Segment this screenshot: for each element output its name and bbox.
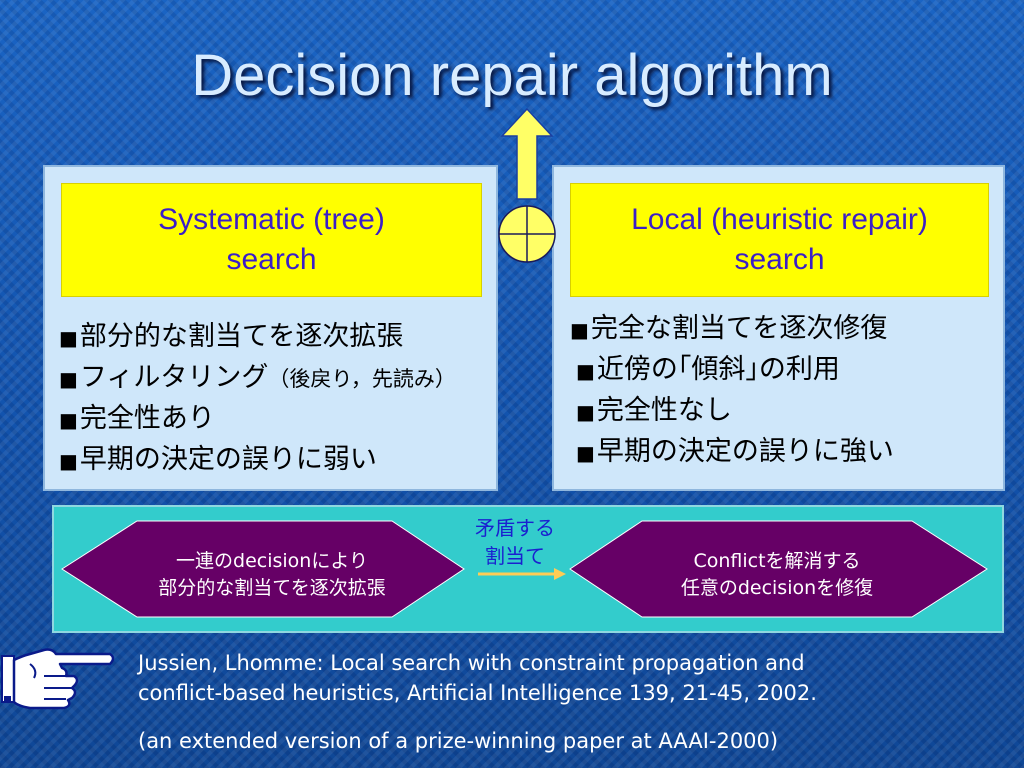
list-item: ■早期の決定の誤りに弱い — [59, 440, 456, 481]
hexagon-text-line: 部分的な割当てを逐次拡張 — [158, 577, 386, 599]
heading-line: search — [734, 243, 825, 276]
list-item-text: 完全性なし — [596, 395, 732, 426]
hexagon-text-line: 任意のdecisionを修復 — [680, 577, 874, 599]
list-item-text: 早期の決定の誤りに弱い — [79, 444, 377, 475]
list-item-text: フィルタリング — [79, 362, 269, 393]
list-item-text: 完全な割当てを逐次修復 — [590, 313, 888, 344]
pointing-hand-icon — [1, 648, 115, 710]
up-arrow-icon — [500, 107, 554, 200]
right-arrow-icon — [478, 568, 566, 580]
reference-citation: Jussien, Lhomme: Local search with const… — [138, 648, 817, 708]
hexagon-text-line: 一連のdecisionにより — [176, 550, 368, 572]
conflict-text-line: 割当て — [485, 544, 545, 568]
list-item: ■部分的な割当てを逐次拡張 — [59, 317, 456, 358]
local-search-features: ■完全な割当てを逐次修復 ■近傍の｢傾斜｣の利用 ■完全性なし ■早期の決定の誤… — [570, 309, 894, 473]
bullet: ■ — [59, 449, 78, 473]
bullet: ■ — [576, 441, 595, 465]
heading-line: Local (heuristic repair) — [631, 203, 928, 236]
systematic-search-heading: Systematic (tree) search — [61, 183, 482, 297]
list-item-text: 部分的な割当てを逐次拡張 — [79, 321, 404, 352]
list-item: ■近傍の｢傾斜｣の利用 — [576, 350, 894, 391]
conflict-assignment-label: 矛盾する 割当て — [460, 514, 570, 570]
list-item-text: 早期の決定の誤りに強い — [596, 436, 894, 467]
citation-line: conflict-based heuristics, Artificial In… — [138, 681, 817, 705]
bullet: ■ — [59, 326, 78, 350]
list-item-note: （後戻り，先読み） — [268, 367, 456, 391]
page-title: Decision repair algorithm — [191, 43, 833, 108]
reference-note: (an extended version of a prize-winning … — [138, 729, 779, 753]
list-item: ■完全性あり — [59, 399, 456, 440]
bullet: ■ — [59, 367, 78, 391]
flow-diagram — [61, 520, 988, 618]
bullet: ■ — [576, 359, 595, 383]
conflict-text-line: 矛盾する — [475, 516, 555, 540]
combine-connector — [498, 107, 556, 263]
local-search-heading: Local (heuristic repair) search — [570, 183, 989, 297]
list-item-text: 近傍の｢傾斜｣の利用 — [596, 354, 840, 385]
bullet: ■ — [576, 400, 595, 424]
bullet: ■ — [570, 318, 589, 342]
citation-line: Jussien, Lhomme: Local search with const… — [138, 651, 805, 675]
extend-hexagon-label: 一連のdecisionにより 部分的な割当てを逐次拡張 — [108, 548, 436, 602]
hexagon-text-line: Conflictを解消する — [693, 550, 861, 572]
repair-hexagon — [569, 520, 988, 618]
list-item-text: 完全性あり — [79, 403, 215, 434]
local-search-panel: Local (heuristic repair) search ■完全な割当てを… — [552, 165, 1005, 491]
list-item: ■早期の決定の誤りに強い — [576, 432, 894, 473]
extend-hexagon — [61, 520, 465, 618]
systematic-search-features: ■部分的な割当てを逐次拡張 ■フィルタリング（後戻り，先読み） ■完全性あり ■… — [59, 317, 456, 481]
plus-circle-icon — [498, 205, 556, 263]
heading-line: Systematic (tree) — [158, 203, 385, 236]
bullet: ■ — [59, 408, 78, 432]
list-item: ■完全な割当てを逐次修復 — [570, 309, 894, 350]
repair-hexagon-label: Conflictを解消する 任意のdecisionを修復 — [620, 548, 934, 602]
list-item: ■フィルタリング（後戻り，先読み） — [59, 358, 456, 399]
systematic-search-panel: Systematic (tree) search ■部分的な割当てを逐次拡張 ■… — [43, 165, 498, 491]
list-item: ■完全性なし — [576, 391, 894, 432]
heading-line: search — [226, 243, 317, 276]
